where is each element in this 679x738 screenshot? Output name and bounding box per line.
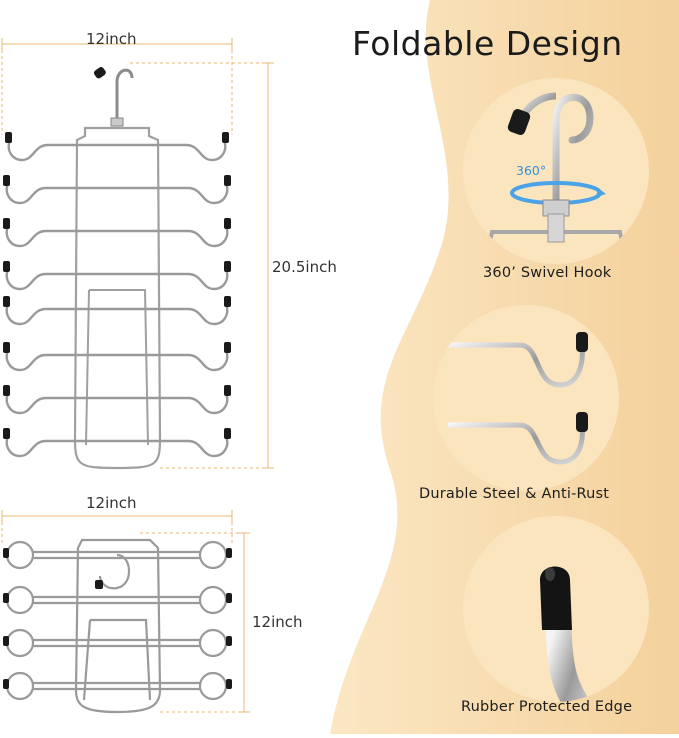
folded-width-label: 12inch [86, 494, 137, 512]
hanger-hook [115, 68, 134, 118]
page-title: Foldable Design [352, 24, 623, 63]
feature-caption-swivel: 360’ Swivel Hook [483, 265, 612, 281]
open-hanger-group [1, 38, 274, 470]
swivel-hook-icon [463, 78, 649, 264]
open-width-label: 12inch [86, 30, 137, 48]
rubber-tip-icon [463, 516, 649, 702]
feature-caption-steel: Durable Steel & Anti-Rust [419, 486, 610, 502]
folded-height-label: 12inch [252, 613, 303, 631]
rubber-tips [3, 132, 231, 439]
steel-loops-icon [433, 305, 619, 491]
folded-hanger-group [1, 510, 250, 714]
hanger-arms [5, 139, 229, 458]
open-height-label: 20.5inch [272, 258, 337, 276]
swivel-degree-badge: 360° [516, 163, 547, 178]
feature-caption-rubber: Rubber Protected Edge [461, 699, 633, 715]
